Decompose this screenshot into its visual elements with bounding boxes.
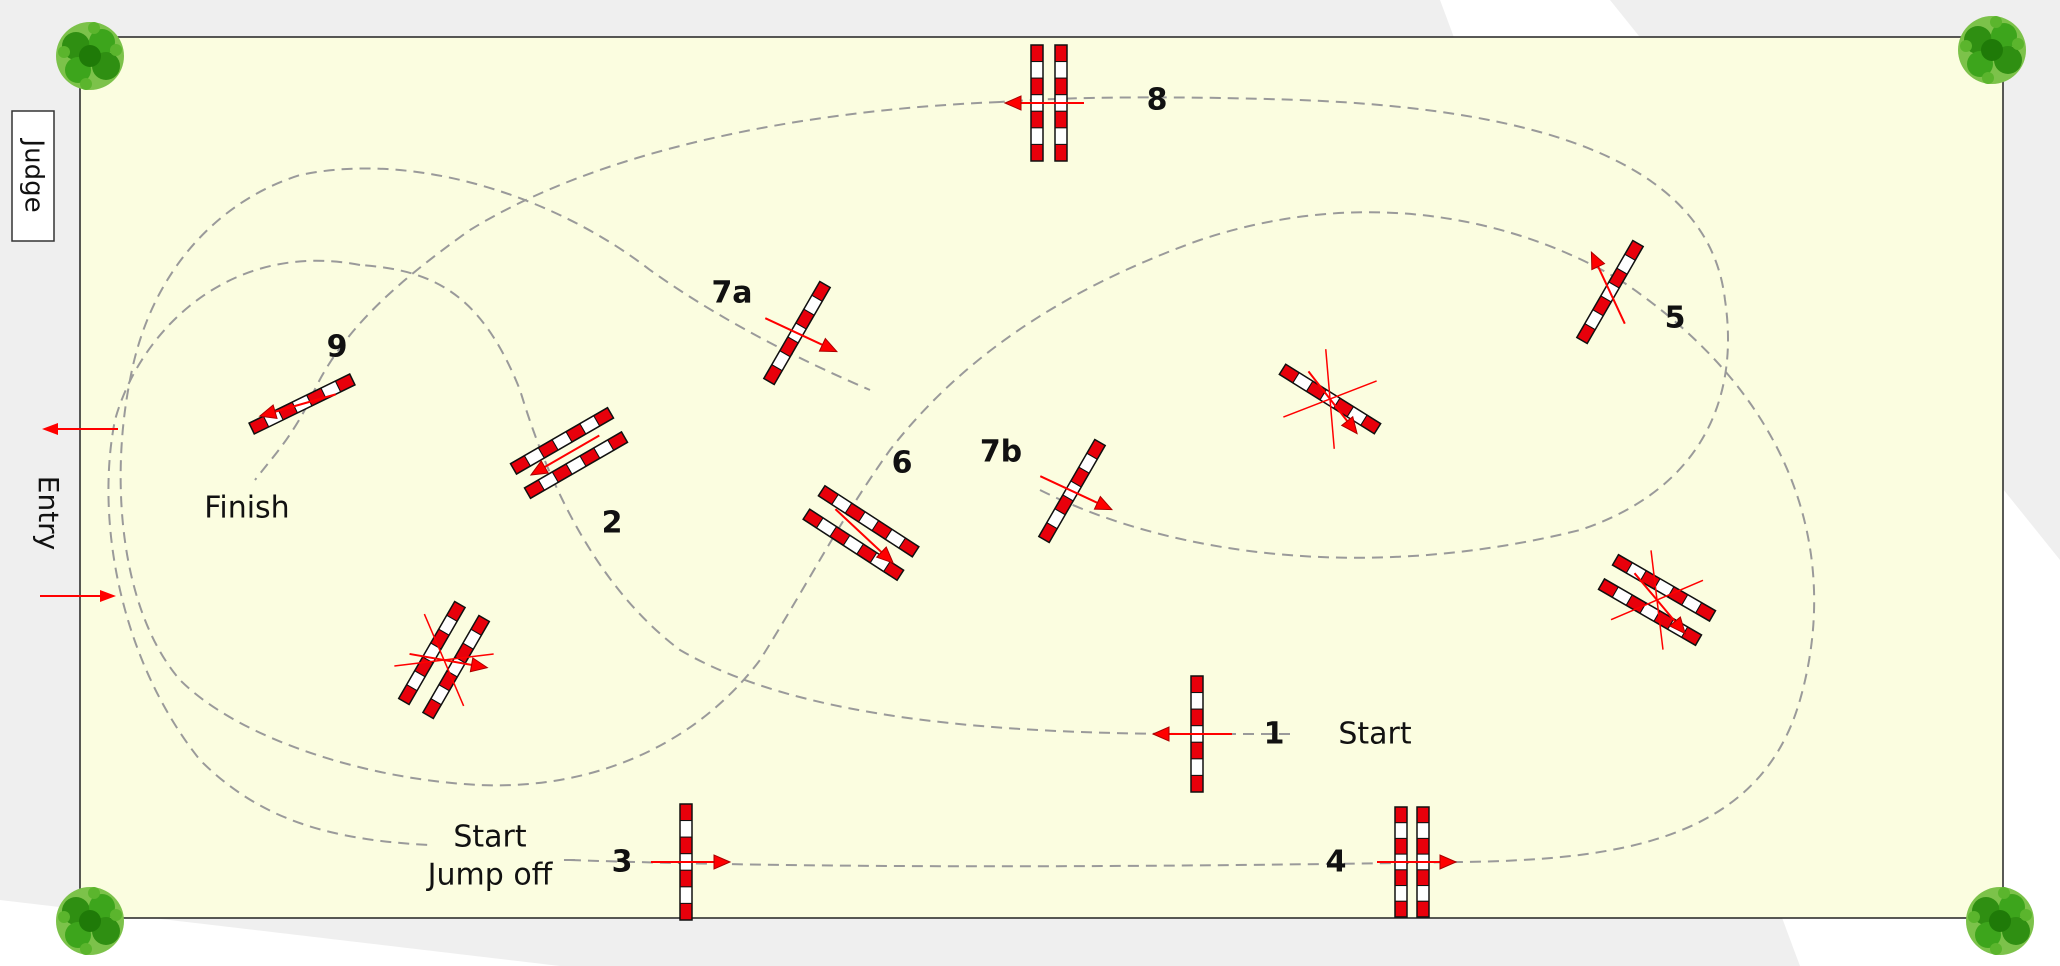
jump-direction-arrow — [834, 508, 895, 564]
jump-direction-arrow — [1003, 95, 1084, 111]
fence-number-5: 5 — [1665, 301, 1686, 336]
fence-number-6: 6 — [892, 446, 913, 481]
finish-label: Finish — [204, 491, 289, 526]
fence-number-7b: 7b — [980, 435, 1022, 470]
fence-pole — [817, 484, 920, 558]
fence-7a — [762, 280, 839, 386]
fence-9 — [248, 373, 356, 435]
fence-6 — [802, 484, 920, 582]
fence-number-2: 2 — [602, 506, 623, 541]
fence-unused-center-right — [1278, 349, 1382, 449]
fence-number-1: 1 — [1264, 717, 1285, 752]
fence-8 — [1003, 44, 1084, 162]
jump-direction-arrow — [1307, 370, 1358, 435]
tree-bottom-left — [56, 887, 124, 955]
jump-direction-arrow — [1590, 250, 1626, 325]
fence-pole — [1030, 44, 1044, 162]
entry-exit-arrow — [42, 423, 118, 435]
fence-number-7a: 7a — [711, 276, 752, 311]
tree-bottom-right — [1966, 887, 2034, 955]
fence-unused-bottom-left — [394, 600, 494, 720]
entry-label: Entry — [32, 476, 65, 551]
fence-number-8: 8 — [1147, 83, 1168, 118]
jump-direction-arrow — [1039, 475, 1114, 511]
fence-5 — [1575, 239, 1645, 345]
fence-pole — [762, 280, 832, 386]
jump-direction-arrow — [1377, 854, 1458, 870]
fence-pole — [1416, 806, 1430, 918]
entry-enter-arrow — [40, 590, 116, 602]
fence-number-9: 9 — [327, 330, 348, 365]
course-route — [107, 96, 1816, 868]
fence-pole — [509, 406, 615, 476]
tree-top-right — [1958, 16, 2026, 84]
fence-pole — [1611, 553, 1717, 623]
jump-direction-arrow — [409, 652, 489, 673]
fences — [248, 44, 1717, 921]
judge-box — [11, 110, 55, 242]
fence-pole — [421, 614, 491, 720]
jump-direction-arrow — [1151, 726, 1232, 742]
fence-7b — [1037, 438, 1114, 544]
fence-number-3: 3 — [612, 845, 633, 880]
fence-pole — [523, 430, 629, 500]
tree-top-left — [56, 22, 124, 90]
jump-direction-arrow — [529, 434, 600, 476]
jump-direction-arrow — [651, 854, 732, 870]
jump-off-label: Jump off — [426, 858, 554, 893]
fence-pole — [679, 803, 693, 921]
start-label: Start — [1338, 717, 1412, 752]
fence-number-4: 4 — [1326, 845, 1347, 880]
jump-off-start-label: Start — [453, 820, 527, 855]
fence-4 — [1377, 806, 1458, 918]
jump-direction-arrow — [258, 393, 336, 420]
judge-label: Judge — [19, 137, 49, 212]
fence-1 — [1151, 675, 1232, 793]
fence-pole — [802, 508, 905, 582]
fence-unused-right — [1597, 550, 1717, 650]
fence-3 — [651, 803, 732, 921]
jump-direction-arrow — [764, 317, 839, 353]
jump-direction-arrow — [1633, 572, 1687, 635]
fence-2 — [509, 406, 629, 500]
